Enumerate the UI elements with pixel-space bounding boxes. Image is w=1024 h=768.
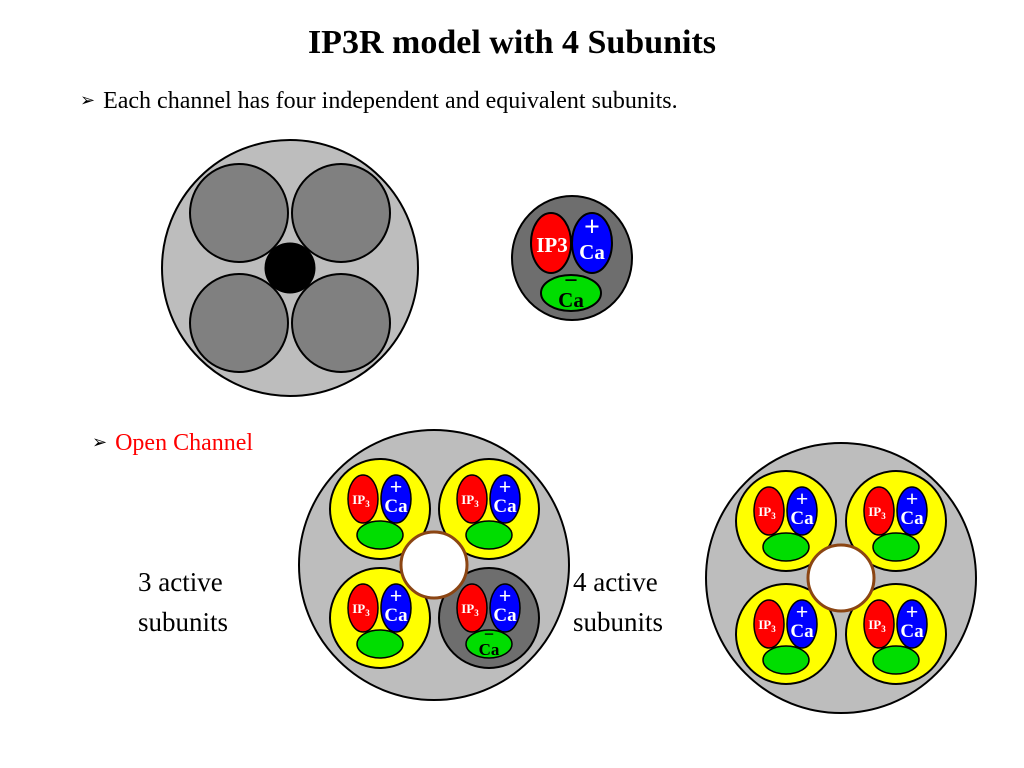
caption-line: 3 active: [138, 567, 223, 597]
ip3-label: IP3: [461, 492, 479, 509]
closed-channel: [161, 139, 419, 397]
closed-pore: [264, 242, 316, 294]
inhibitory-ca-site: [465, 520, 513, 550]
plus-label: +: [796, 486, 809, 511]
caption-line: 4 active: [573, 567, 658, 597]
active-subunit: IP3 +Ca: [735, 470, 837, 572]
active-subunit: IP3 +Ca: [438, 458, 540, 560]
activating-ca-site: [786, 599, 818, 649]
inhibitory-ca-site: [872, 532, 920, 562]
ip3-label: IP3: [536, 233, 568, 257]
ca-label: Ca: [579, 240, 605, 264]
minus-label: −: [484, 624, 494, 644]
activating-ca-site: [896, 599, 928, 649]
inactive-subunit: [291, 273, 391, 373]
bullet-open-channel: ➢ Open Channel: [92, 430, 253, 457]
ip3-binding-site: [753, 486, 785, 536]
activating-ca-site: [489, 474, 521, 524]
ip3-binding-site: [456, 583, 488, 633]
ip3-binding-site: [753, 599, 785, 649]
ca-label: Ca: [558, 288, 584, 312]
plus-label: +: [906, 486, 919, 511]
caption-line: subunits: [138, 607, 229, 637]
ip3-binding-site: [863, 486, 895, 536]
caption-line: subunits: [573, 607, 664, 637]
active-subunit: IP3 +Ca: [329, 567, 431, 669]
inhibitory-ca-site: [356, 629, 404, 659]
inhibitory-ca-site: [762, 532, 810, 562]
ca-label: Ca: [900, 508, 924, 529]
ip3-binding-site: [863, 599, 895, 649]
plus-label: +: [499, 583, 512, 608]
ip3-label: IP3: [461, 601, 479, 618]
ca-label: Ca: [479, 640, 500, 659]
ip3-label: IP3: [758, 617, 776, 634]
active-subunit: IP3 +Ca: [735, 583, 837, 685]
arrow-bullet-icon: ➢: [80, 90, 96, 110]
plus-label: +: [390, 474, 403, 499]
ca-label: Ca: [790, 621, 814, 642]
ip3-label: IP3: [352, 492, 370, 509]
active-subunit: IP3 +Ca: [845, 470, 947, 572]
activating-ca-site: [380, 474, 412, 524]
active-subunit: IP3 +Ca: [845, 583, 947, 685]
active-subunit: IP3 +Ca: [329, 458, 431, 560]
bullet-text: Each channel has four independent and eq…: [103, 88, 678, 114]
ca-label: Ca: [384, 496, 408, 517]
inactive-subunit: [291, 163, 391, 263]
ip3-label: IP3: [868, 617, 886, 634]
ip3-label: IP3: [868, 504, 886, 521]
ca-label: Ca: [493, 496, 517, 517]
inhibitory-ca-site: [762, 645, 810, 675]
bullet-text: Open Channel: [115, 430, 254, 456]
ip3-binding-site: [347, 474, 379, 524]
activating-ca-site: [786, 486, 818, 536]
activating-ca-site: [896, 486, 928, 536]
single-subunit: IP3+Ca−Ca: [511, 195, 633, 321]
open-pore: [399, 530, 469, 600]
inhibitory-ca-site: [540, 274, 602, 312]
inhibitory-ca-site: [356, 520, 404, 550]
caption-3-active: 3 active subunits: [138, 562, 228, 642]
inhibitory-ca-site: [872, 645, 920, 675]
plus-label: +: [499, 474, 512, 499]
plus-label: +: [906, 599, 919, 624]
inactive-subunit: IP3+Ca−Ca: [438, 567, 540, 669]
ca-label: Ca: [384, 605, 408, 626]
activating-ca-site: [489, 583, 521, 633]
inhibitory-ca-site: [465, 629, 513, 659]
ip3-binding-site: [347, 583, 379, 633]
ca-label: Ca: [790, 508, 814, 529]
activating-ca-site: [571, 212, 613, 274]
plus-label: +: [390, 583, 403, 608]
inactive-subunit: [189, 273, 289, 373]
arrow-bullet-icon: ➢: [92, 432, 108, 452]
bullet-independent-subunits: ➢ Each channel has four independent and e…: [80, 88, 678, 115]
open-pore: [806, 543, 876, 613]
ip3-binding-site: [456, 474, 488, 524]
ca-label: Ca: [493, 605, 517, 626]
ip3-label: IP3: [758, 504, 776, 521]
plus-label: +: [796, 599, 809, 624]
minus-label: −: [564, 268, 578, 294]
slide-title: IP3R model with 4 Subunits: [307, 24, 717, 61]
inactive-subunit: [189, 163, 289, 263]
caption-4-active: 4 active subunits: [573, 562, 663, 642]
plus-label: +: [584, 212, 600, 243]
ip3-label: IP3: [352, 601, 370, 618]
activating-ca-site: [380, 583, 412, 633]
ca-label: Ca: [900, 621, 924, 642]
